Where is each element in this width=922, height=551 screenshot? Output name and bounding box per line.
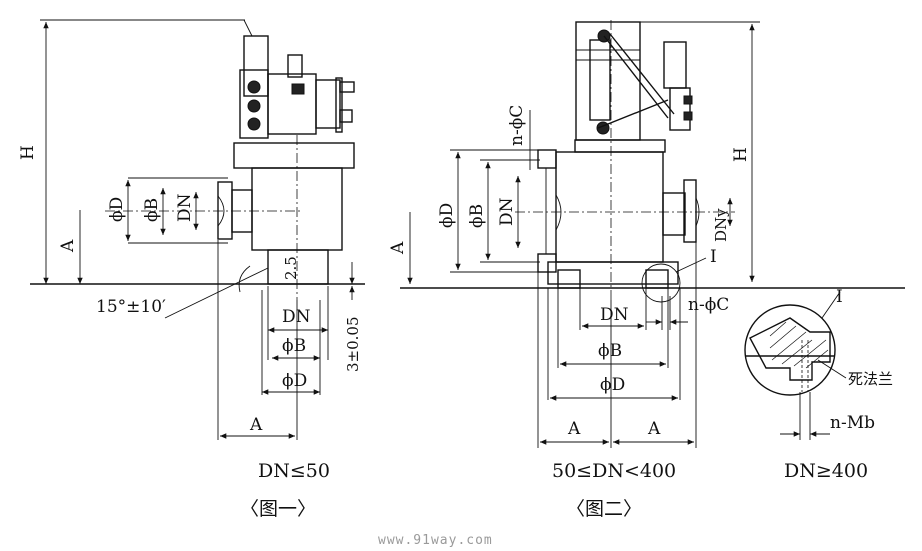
- detail-I: I 死法兰 n-Mb DN≥400: [744, 287, 893, 482]
- fig2-phiD-label: ϕD: [437, 203, 457, 228]
- detail-hatched-flange: [745, 317, 835, 381]
- detail-nMb-label: n-Mb: [830, 413, 875, 433]
- fig3-dn-range-caption: DN≥400: [784, 460, 868, 482]
- fig1-DN-label-bottom: DN: [282, 307, 311, 327]
- fig2-H-label: H: [731, 147, 751, 162]
- dead-flange-label: 死法兰: [848, 370, 893, 388]
- fig1-dn-range-caption: DN≤50: [258, 460, 330, 482]
- fig2-nphiC-label-bottom: n-ϕC: [688, 295, 729, 315]
- watermark: www.91way.com: [378, 533, 493, 548]
- fig2-DNy-label: DNy: [712, 208, 730, 242]
- fig1-2p5-label: 2.5: [282, 256, 300, 280]
- fig1-phiB-label-bottom: ϕB: [282, 336, 306, 356]
- fig2-dn-range-caption: 50≤DN<400: [552, 460, 676, 482]
- fig2-DN-label-vertical: DN: [497, 197, 517, 226]
- fig2-I-marker: I: [710, 247, 717, 267]
- fig1-H-label: H: [18, 145, 38, 160]
- fig1-A-label-vertical: A: [58, 239, 78, 253]
- fig1-3pm005-label: 3±0.05: [344, 316, 362, 372]
- fig2-phiD-label-bottom: ϕD: [600, 375, 625, 395]
- detail-I-label: I: [836, 287, 843, 307]
- fig1-angle-label: 15°±10′: [96, 297, 166, 317]
- fig1-phiD-label: ϕD: [107, 197, 127, 222]
- figure-2: DNy H n-ϕC ϕD ϕB DN A I DN: [388, 20, 905, 520]
- fig1-DN-label-vertical: DN: [175, 193, 195, 222]
- fig2-A-label-vertical: A: [388, 241, 408, 255]
- fig2-phiB-label-bottom: ϕB: [598, 341, 622, 361]
- fig2-nphiC-label-vertical: n-ϕC: [507, 105, 527, 146]
- figure-1: H A ϕD ϕB DN 2.5: [18, 19, 365, 520]
- fig1-caption: 〈图一〉: [240, 498, 316, 520]
- fig2-A-label-right: A: [647, 419, 661, 439]
- fig2-caption: 〈图二〉: [566, 498, 642, 520]
- fig1-A-label-horizontal: A: [249, 415, 263, 435]
- fig2-DN-label-bottom: DN: [600, 305, 629, 325]
- fig1-phiD-label-bottom: ϕD: [282, 371, 307, 391]
- fig2-A-label-left: A: [567, 419, 581, 439]
- fig2-phiB-label: ϕB: [467, 204, 487, 228]
- fig1-phiB-label: ϕB: [142, 198, 162, 222]
